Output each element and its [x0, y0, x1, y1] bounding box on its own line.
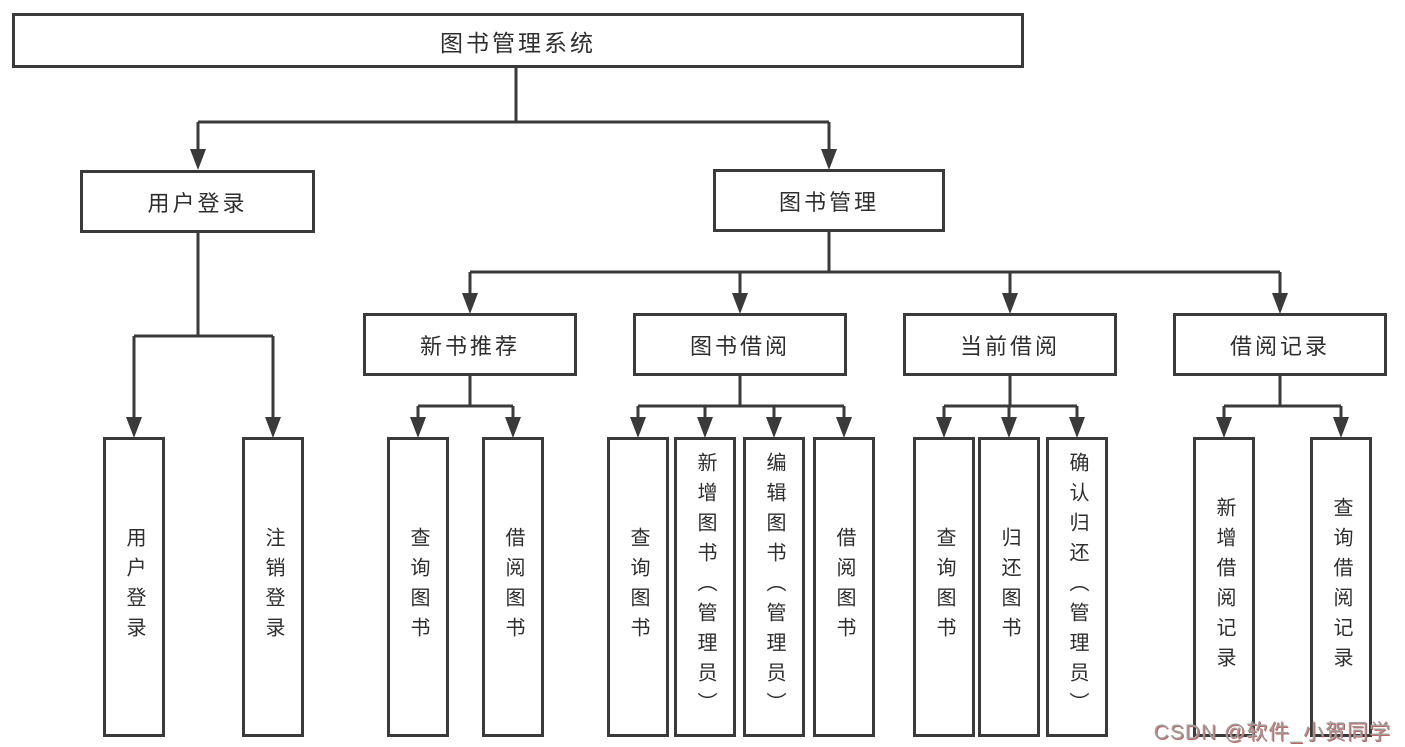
leaf-query-books-current-label: 查询图书 — [933, 527, 955, 647]
connector-root-to-level2 — [196, 68, 831, 150]
leaf-query-books-borrow-label: 查询图书 — [627, 527, 649, 647]
leaf-add-borrow-record: 新增借阅记录 — [1193, 437, 1255, 737]
leaf-query-books-current: 查询图书 — [913, 437, 975, 737]
leaf-borrow-books-recommend-label: 借阅图书 — [502, 527, 524, 647]
leaf-logout: 注销登录 — [242, 437, 304, 737]
leaf-query-borrow-record: 查询借阅记录 — [1310, 437, 1372, 737]
leaf-add-book-admin: 新增图书（管理员） — [674, 437, 736, 737]
leaf-add-borrow-record-label: 新增借阅记录 — [1213, 497, 1235, 677]
watermark: CSDN @软件_小贺同学 — [1153, 721, 1391, 744]
leaf-query-books-borrow: 查询图书 — [607, 437, 669, 737]
connector-book-management-group — [468, 232, 1282, 294]
leaf-add-book-admin-label: 新增图书（管理员） — [694, 452, 716, 722]
leaf-edit-book-admin: 编辑图书（管理员） — [743, 437, 805, 737]
leaf-borrow-books-label: 借阅图书 — [833, 527, 855, 647]
node-borrow-records: 借阅记录 — [1173, 313, 1387, 376]
leaf-query-books-recommend-label: 查询图书 — [407, 527, 429, 647]
node-library-system: 图书管理系统 — [12, 13, 1024, 68]
leaf-logout-label: 注销登录 — [262, 527, 284, 647]
leaf-confirm-return-admin-label: 确认归还（管理员） — [1066, 452, 1088, 722]
leaf-query-borrow-record-label: 查询借阅记录 — [1330, 497, 1352, 677]
node-book-borrow: 图书借阅 — [633, 313, 847, 376]
connector-book-borrow-group — [636, 375, 846, 418]
connector-current-borrow-group — [942, 375, 1079, 418]
leaf-confirm-return-admin: 确认归还（管理员） — [1046, 437, 1108, 737]
leaf-user-login-label: 用户登录 — [123, 527, 145, 647]
node-book-management: 图书管理 — [713, 169, 945, 232]
leaf-borrow-books: 借阅图书 — [813, 437, 875, 737]
arrowheads — [126, 149, 1349, 438]
leaf-return-book: 归还图书 — [978, 437, 1040, 737]
leaf-return-book-label: 归还图书 — [998, 527, 1020, 647]
leaf-user-login: 用户登录 — [103, 437, 165, 737]
connector-borrow-records-group — [1222, 375, 1343, 418]
node-current-borrow: 当前借阅 — [903, 313, 1117, 376]
leaf-borrow-books-recommend: 借阅图书 — [482, 437, 544, 737]
node-user-login: 用户登录 — [80, 170, 315, 233]
connector-new-book-recommend-group — [416, 375, 515, 418]
leaf-query-books-recommend: 查询图书 — [387, 437, 449, 737]
leaf-edit-book-admin-label: 编辑图书（管理员） — [763, 452, 785, 722]
connector-user-login-group — [132, 232, 275, 418]
node-new-book-recommend: 新书推荐 — [363, 313, 577, 376]
